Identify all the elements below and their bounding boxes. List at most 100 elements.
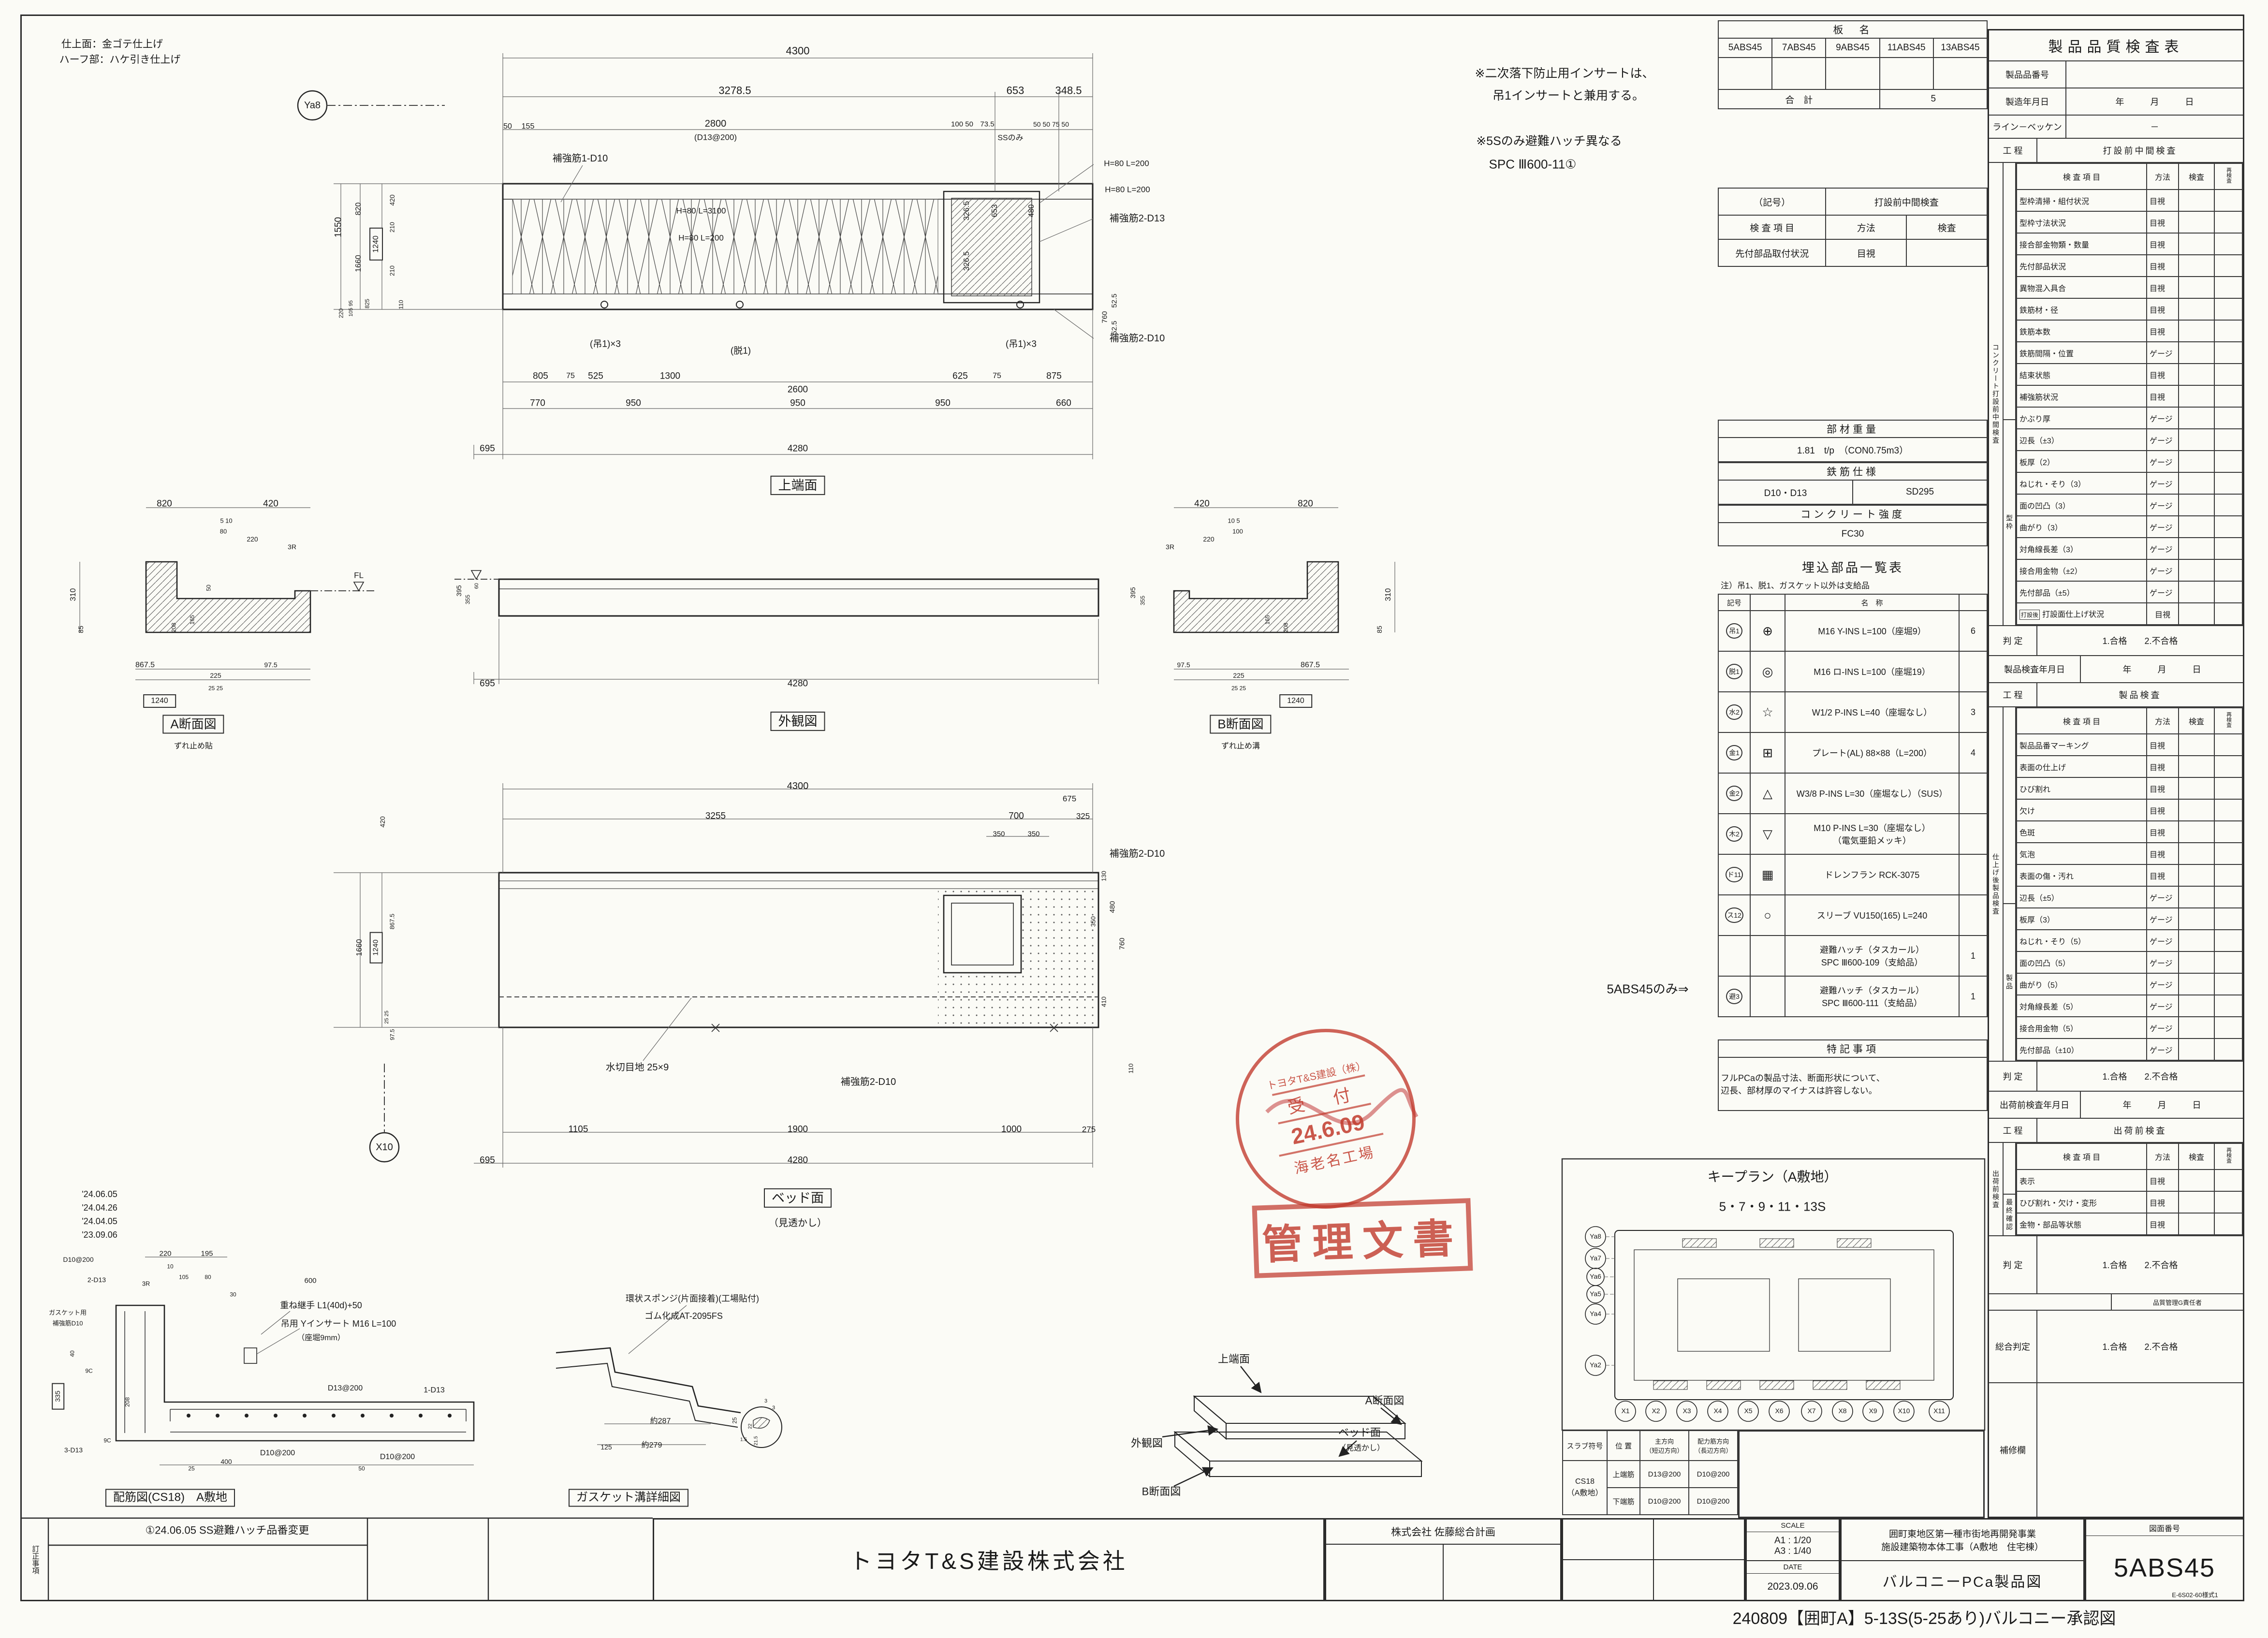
table-row: 先付部品状況目視 [2016, 254, 2243, 277]
side-label-final: 最終確認 [2004, 1194, 2015, 1235]
pre-pour-mini-table: （記号） 打設前中間検査 検 査 項 目 方法 検査 先付部品取付状況 目視 [1717, 188, 1988, 267]
after-pour-method: 目視 [2146, 602, 2179, 625]
check-cell [2214, 842, 2243, 865]
check-cell [2178, 450, 2215, 473]
side-label-product: 製品 [2004, 903, 2015, 1061]
col-check: 検査 [2178, 1143, 2215, 1170]
table-cell [1718, 935, 1751, 977]
panel-name: 13ABS45 [1932, 38, 1988, 58]
check-cell [2178, 298, 2215, 321]
table-row: 曲がり（3）ゲージ [2016, 515, 2243, 538]
member-weight-table: 部材重量 1.81 t/p （CON0.75m3） [1718, 420, 1988, 462]
check-cell [2178, 994, 2215, 1017]
slab-code: CS18 （A敷地） [1562, 1460, 1608, 1515]
check-cell [2178, 559, 2215, 582]
mini-col-check: 検査 [1906, 215, 1988, 240]
table-cell: 鉄筋材・径 [2016, 298, 2147, 321]
table-cell: ゲージ [2146, 428, 2179, 451]
side-label-concrete: コンクリート打設前中間検査 [1989, 163, 2004, 625]
check-cell [2214, 973, 2243, 995]
check-cell [2214, 1016, 2243, 1039]
table-row: ス12○スリーブ VU150(165) L=240 [1718, 894, 1988, 936]
check-cell [2214, 494, 2243, 516]
check-cell [2214, 341, 2243, 364]
side-label-formwork: 型枠 [2004, 419, 2015, 625]
slab-row-top: CS18 （A敷地） 上端筋 D13@200 D10@200 [1562, 1460, 1738, 1515]
table-row: 鉄筋材・径目視 [2016, 298, 2243, 321]
check-cell [2214, 799, 2243, 821]
table-cell: 表面の傷・汚れ [2016, 864, 2147, 887]
table-row: 結束状態目視 [2016, 363, 2243, 386]
controlled-document-label: 管理文書 [1261, 1215, 1464, 1268]
after-pour-item: 打設後打設面仕上げ状況 [2016, 602, 2147, 625]
title-block-project: 囲町東地区第一種市街地再開発事業 施設建築物本体工事（A敷地 住宅棟） バルコニ… [1840, 1518, 2085, 1601]
mini-title: 打設前中間検査 [1825, 188, 1988, 216]
embedded-parts-table: 埋込部品一覧表 注）吊1、脱1、ガスケット以外は支給品 記号 名 称 吊1⊕M1… [1718, 556, 1988, 1017]
total-value: 5 [1879, 89, 1988, 109]
table-cell: 曲がり（3） [2016, 515, 2147, 538]
check-cell [2178, 254, 2215, 277]
overall-judge-label: 総合判定 [1989, 1311, 2037, 1382]
parts-col-symbol: 記号 [1718, 594, 1751, 611]
special-notes-header: 特記事項 [1718, 1039, 1988, 1058]
table-row: 気泡目視 [2016, 842, 2243, 865]
panel-name: 11ABS45 [1879, 38, 1934, 58]
table-cell: ゲージ [2146, 494, 2179, 516]
table-cell: 金2 [1718, 773, 1751, 814]
check-cell [2214, 450, 2243, 473]
ship-check-date-label: 出荷前検査年月日 [1989, 1092, 2081, 1118]
scale-value: A1 : 1/20 A3 : 1/40 [1747, 1532, 1839, 1561]
weight-header: 部材重量 [1718, 420, 1988, 438]
total-label: 合 計 [1718, 89, 1880, 109]
table-cell: 目視 [2146, 842, 2179, 865]
concrete-strength-table: コンクリート強度 FC30 [1718, 505, 1988, 546]
special-notes-body: フルPCaの製品寸法、断面形状について、 辺長、部材厚のマイナスは許容しない。 [1718, 1057, 1988, 1111]
col-method: 方法 [2146, 707, 2179, 734]
product-check-date-value: 年 月 日 [2122, 665, 2201, 674]
slab-pos: 上端筋 [1607, 1460, 1640, 1488]
table-row: 型枠清掃・組付状況目視 [2016, 189, 2243, 212]
slab-dist: D10@200 [1688, 1487, 1738, 1515]
table-cell: 先付部品（±5） [2016, 581, 2147, 603]
architect-name: 株式会社 佐藤総合計画 [1326, 1520, 1560, 1545]
table-row: 補強筋状況目視 [2016, 385, 2243, 408]
check-cell [2178, 320, 2215, 342]
table-row: ド11▦ドレンフラン RCK-3075 [1718, 854, 1988, 895]
blank-cell [1738, 1430, 1985, 1518]
table-row: 辺長（±5）ゲージ [2016, 886, 2243, 908]
check-cell [2178, 581, 2215, 603]
check-cell [2214, 428, 2243, 451]
table-row: 型枠寸法状況目視 [2016, 211, 2243, 234]
table-row: 異物混入具合目視 [2016, 276, 2243, 299]
table-cell [1750, 976, 1785, 1017]
check-cell [2214, 233, 2243, 255]
check-cell [2178, 755, 2215, 778]
table-row: 板厚（2）ゲージ [2016, 450, 2243, 473]
table-cell: 吊1 [1718, 610, 1751, 652]
rebar-value: D10・D13 [1718, 480, 1853, 505]
inspection-header-row: 検 査 項 目 方法 検査 再検査 [2016, 1143, 2243, 1170]
check-cell [2214, 559, 2243, 582]
table-row: 鉄筋本数目視 [2016, 320, 2243, 342]
table-cell: 目視 [2146, 363, 2179, 386]
check-cell [2178, 189, 2215, 212]
check-cell [2214, 515, 2243, 538]
date-label: DATE [1747, 1561, 1839, 1574]
col-check: 検査 [2178, 163, 2215, 190]
table-cell: ゲージ [2146, 1038, 2179, 1061]
table-cell: かぶり厚 [2016, 407, 2147, 429]
check-cell [2214, 886, 2243, 908]
table-cell: 面の凹凸（3） [2016, 494, 2147, 516]
blank-cell [1326, 1545, 1444, 1600]
table-cell: ゲージ [2146, 1016, 2179, 1039]
table-cell: 対角線長差（3） [2016, 537, 2147, 560]
table-row: 避難ハッチ（タスカール） SPC Ⅲ600-109（支給品）1 [1718, 935, 1988, 977]
table-cell: 結束状態 [2016, 363, 2147, 386]
table-cell: ◎ [1750, 651, 1785, 692]
table-cell [1959, 651, 1988, 692]
title-block-number: 図面番号 5ABS45 [2085, 1518, 2244, 1601]
table-cell: ゲージ [2146, 450, 2179, 473]
check-cell [2214, 1038, 2243, 1061]
title-block-architect: 株式会社 佐藤総合計画 [1325, 1518, 1562, 1601]
table-cell [1750, 935, 1785, 977]
